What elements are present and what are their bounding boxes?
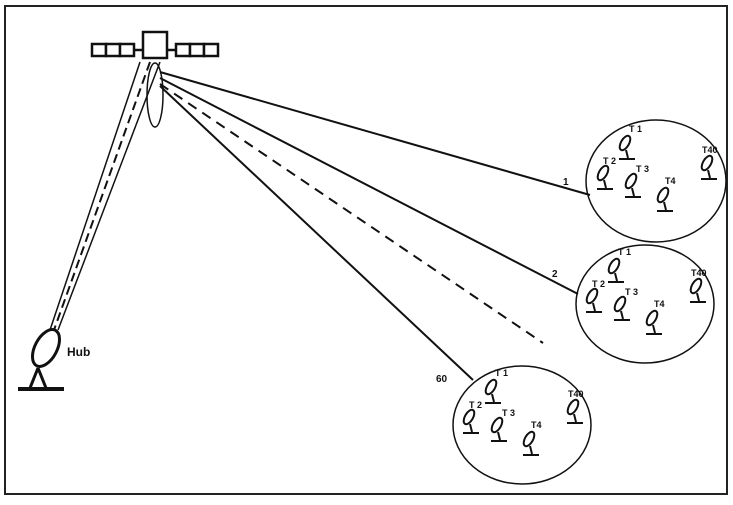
link-line-2 [159, 77, 579, 295]
terminal-antenna-icon [700, 154, 717, 180]
terminal-label: T 1 [629, 124, 642, 134]
terminal-antenna-icon [613, 295, 630, 321]
terminal-antenna-icon [484, 378, 501, 404]
solar-panel-left-1 [90, 42, 108, 58]
diagram-frame [4, 5, 728, 495]
terminal-antenna-icon [624, 172, 641, 198]
solar-panel-right-2 [188, 42, 206, 58]
link-label: 2 [552, 269, 558, 280]
terminal-cluster-3: T 1 T 2 T 3 T4 T40 [452, 365, 592, 485]
terminal-label: T40 [702, 145, 718, 155]
terminal-antenna-icon [566, 398, 583, 424]
terminal-label: T4 [654, 299, 665, 309]
cluster-boundary [585, 119, 727, 243]
terminal-antenna-icon [618, 134, 635, 160]
solar-panel-right-1 [174, 42, 192, 58]
link-line-4 [159, 85, 474, 381]
terminal-antenna-icon [490, 416, 507, 442]
terminal-label: T 1 [495, 368, 508, 378]
terminal-label: T 2 [603, 156, 616, 166]
terminal-label: T 2 [592, 279, 605, 289]
link-line-3 [159, 83, 544, 344]
hub-uplink-beam [49, 61, 161, 331]
cluster-boundary [575, 244, 715, 364]
hub-label: Hub [67, 345, 90, 359]
terminal-antenna-icon [596, 164, 613, 190]
terminal-label: T 3 [625, 287, 638, 297]
solar-panel-left-2 [104, 42, 122, 58]
satellite-body [141, 30, 169, 60]
terminal-label: T 1 [618, 247, 631, 257]
satellite-icon [90, 30, 220, 128]
terminal-antenna-icon [656, 186, 673, 212]
terminal-antenna-icon [585, 287, 602, 313]
terminal-cluster-1: T 1 T 2 T 3 T4 T40 [585, 119, 727, 243]
terminal-antenna-icon [522, 430, 539, 456]
terminal-cluster-2: T 1 T 2 T 3 T4 T40 [575, 244, 715, 364]
hub-antenna-icon [18, 328, 64, 391]
terminal-label: T40 [691, 268, 707, 278]
terminal-antenna-icon [462, 408, 479, 434]
terminal-label: T 3 [636, 164, 649, 174]
link-label: 60 [436, 374, 448, 385]
terminal-label: T 3 [502, 408, 515, 418]
terminal-antenna-icon [607, 257, 624, 283]
solar-panel-left-3 [118, 42, 136, 58]
link-line-1 [159, 71, 591, 196]
terminal-label: T 2 [469, 400, 482, 410]
terminal-label: T4 [665, 176, 676, 186]
terminal-antenna-icon [645, 309, 662, 335]
terminal-antenna-icon [689, 277, 706, 303]
cluster-boundary [452, 365, 592, 485]
terminal-label: T4 [531, 420, 542, 430]
link-lines: 1 2 60 [159, 71, 591, 385]
solar-panel-right-3 [202, 42, 220, 58]
terminal-label: T40 [568, 389, 584, 399]
link-label: 1 [563, 177, 569, 188]
